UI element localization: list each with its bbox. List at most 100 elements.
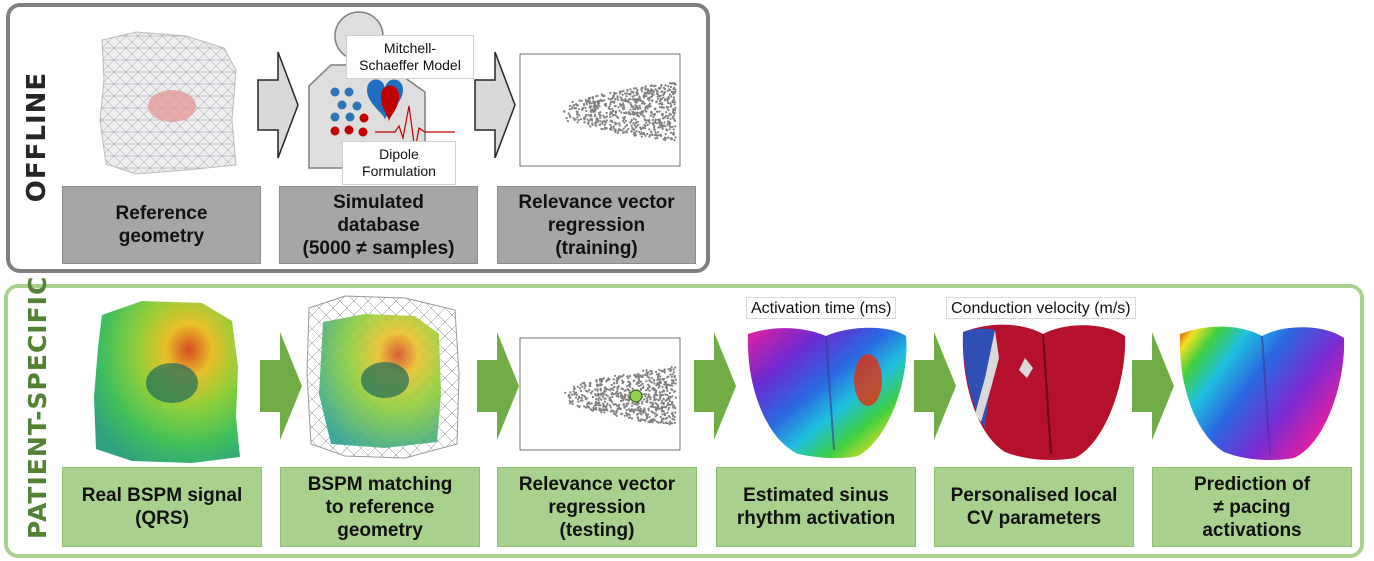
scatter-point — [661, 127, 664, 130]
scatter-point — [673, 119, 676, 122]
scatter-point — [659, 86, 662, 89]
scatter-point — [669, 422, 672, 425]
scatter-point — [650, 130, 653, 133]
scatter-point — [653, 379, 656, 382]
scatter-point — [661, 413, 664, 416]
scatter-point — [571, 101, 574, 104]
scatter-point — [578, 395, 581, 399]
scatter-point — [600, 392, 603, 395]
scatter-point — [657, 404, 660, 407]
scatter-point — [618, 122, 621, 125]
scatter-point — [629, 93, 632, 96]
scatter-point — [584, 100, 588, 103]
scatter-point — [652, 93, 655, 96]
scatter-point — [632, 379, 635, 382]
scatter-point — [667, 108, 670, 112]
scatter-point — [656, 375, 659, 379]
scatter-point — [621, 106, 625, 109]
scatter-point — [602, 377, 605, 380]
scatter-point — [625, 404, 628, 407]
scatter-point — [584, 106, 587, 110]
scatter-point — [591, 390, 594, 393]
scatter-point — [623, 131, 626, 134]
scatter-point — [571, 400, 574, 403]
scatter-point — [575, 393, 578, 396]
scatter-point — [579, 383, 582, 386]
scatter-point — [616, 131, 619, 134]
scatter-point — [578, 99, 581, 102]
scatter-point — [672, 128, 675, 131]
scatter-point — [652, 116, 655, 119]
scatter-point — [588, 106, 591, 109]
scatter-point — [621, 93, 624, 96]
scatter-point — [599, 114, 602, 117]
scatter-point — [646, 416, 649, 419]
scatter-point — [653, 128, 656, 131]
scatter-point — [647, 394, 650, 397]
scatter-point — [664, 132, 667, 136]
scatter-point — [669, 102, 672, 105]
scatter-point — [597, 119, 600, 122]
scatter-point — [601, 120, 604, 123]
scatter-point — [602, 114, 605, 117]
scatter-point — [578, 387, 582, 390]
scatter-point — [589, 96, 592, 99]
scatter-point — [596, 392, 599, 396]
patient-arrow-1 — [260, 332, 302, 440]
scatter-point — [654, 389, 657, 392]
scatter-point — [662, 402, 665, 406]
scatter-point — [669, 89, 672, 92]
scatter-point — [635, 383, 638, 386]
pacing-prediction-box: Prediction of ≠ pacing activations — [1152, 467, 1352, 547]
scatter-point — [645, 95, 648, 98]
scatter-point — [639, 419, 642, 422]
scatter-point — [673, 405, 676, 408]
scatter-point — [588, 406, 591, 409]
scatter-point — [580, 99, 583, 102]
scatter-point — [594, 408, 597, 411]
scatter-point — [629, 103, 632, 106]
scatter-point — [620, 375, 624, 378]
scatter-point — [590, 105, 593, 108]
scatter-point — [586, 99, 589, 102]
scatter-point — [626, 375, 629, 378]
scatter-point — [609, 126, 613, 129]
scatter-point — [618, 403, 621, 406]
scatter-point — [668, 399, 671, 403]
scatter-point — [635, 93, 639, 96]
scatter-point — [628, 381, 631, 384]
scatter-point — [596, 121, 599, 124]
scatter-point — [636, 373, 639, 376]
sinus-rhythm-activation-box: Estimated sinus rhythm activation — [716, 467, 916, 547]
scatter-point — [614, 97, 617, 101]
scatter-point — [620, 90, 623, 93]
scatter-point — [640, 113, 643, 116]
scatter-point — [614, 114, 617, 117]
scatter-point — [622, 119, 625, 122]
scatter-point — [666, 89, 669, 92]
scatter-point — [599, 116, 602, 119]
scatter-point — [605, 406, 608, 409]
patient-specific-label: PATIENT-SPECIFIC — [23, 275, 52, 539]
scatter-point — [670, 95, 673, 98]
scatter-point — [654, 370, 658, 373]
scatter-point — [647, 407, 650, 410]
scatter-point — [650, 111, 653, 114]
scatter-point — [650, 376, 653, 380]
scatter-point — [646, 132, 649, 136]
scatter-point — [669, 113, 672, 116]
scatter-point — [577, 108, 581, 111]
scatter-point — [621, 399, 624, 402]
scatter-point — [598, 111, 601, 114]
scatter-point — [670, 384, 673, 387]
scatter-point — [595, 380, 598, 383]
scatter-point — [657, 121, 660, 124]
scatter-point — [642, 385, 645, 388]
scatter-point — [574, 396, 578, 399]
scatter-point — [637, 382, 640, 385]
scatter-point — [607, 388, 610, 391]
scatter-point — [639, 133, 642, 136]
scatter-point — [621, 412, 624, 415]
scatter-point — [643, 115, 646, 118]
scatter-point — [609, 406, 612, 409]
